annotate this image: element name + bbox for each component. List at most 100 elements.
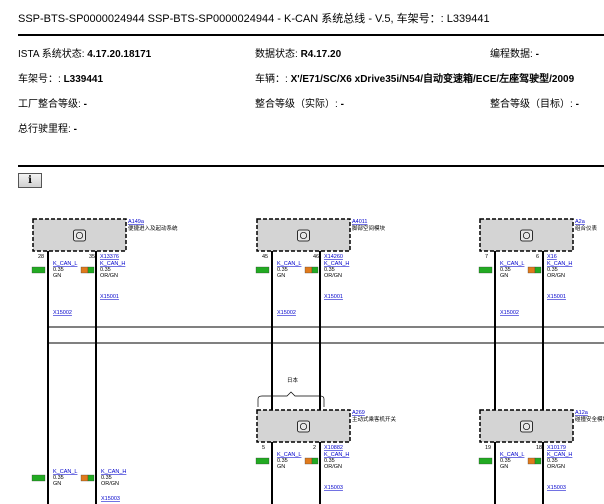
variant-label: 日本 — [287, 376, 299, 384]
swatch-gn2 — [87, 266, 95, 274]
splice-X15003[interactable]: X15003 — [547, 485, 566, 491]
ecu-module-icon-ring — [299, 422, 308, 431]
splice-X15002[interactable]: X15002 — [500, 310, 519, 316]
wire-name-left[interactable]: K_CAN_L — [500, 261, 524, 267]
connector-A4011[interactable]: X14260 — [324, 254, 343, 260]
info-button[interactable]: i — [18, 173, 42, 188]
lower-wire-name-left[interactable]: K_CAN_L — [53, 469, 77, 475]
connector-A2a[interactable]: X16 — [547, 254, 557, 260]
variant-bracket — [257, 391, 325, 407]
pin-left-A269: 5 — [262, 445, 265, 451]
component-id-A2a[interactable]: A2a — [575, 219, 586, 225]
ista-status: ISTA 系统状态: 4.17.20.18171 — [18, 45, 151, 60]
lower-wire-gauge-left: 0.35 — [53, 475, 64, 481]
splice-X15001[interactable]: X15001 — [100, 294, 119, 300]
pin-left-A4011: 45 — [262, 254, 268, 260]
ecu-module-icon — [520, 229, 533, 242]
component-desc-A12a: 碰撞安全模块 — [575, 415, 604, 423]
wire-name-right[interactable]: K_CAN_H — [100, 261, 125, 267]
wire-gauge-right: 0.35 — [324, 458, 335, 464]
splice-X15003[interactable]: X15003 — [324, 485, 343, 491]
wire-name-left[interactable]: K_CAN_L — [277, 452, 301, 458]
data-status-label: 数据状态: — [255, 49, 301, 60]
pin-left-A149a: 28 — [38, 254, 44, 260]
data-status: 数据状态: R4.17.20 — [255, 45, 341, 60]
connector-A269[interactable]: X10882 — [324, 445, 343, 451]
factory-integration-label: 工厂整合等级: — [18, 99, 84, 110]
wire-color-right: OR/GN — [324, 273, 342, 279]
integration-actual-value: - — [340, 99, 344, 110]
swatch-gn — [255, 457, 270, 465]
ecu-module-icon-ring — [522, 231, 531, 240]
wire-name-left[interactable]: K_CAN_L — [277, 261, 301, 267]
vehicle-label: 车辆：: — [255, 74, 291, 85]
wire-color-right: OR/GN — [547, 464, 565, 470]
pin-right-A4011: 46 — [313, 254, 319, 260]
pin-left-A12a: 19 — [485, 445, 491, 451]
wire-name-left[interactable]: K_CAN_L — [500, 452, 524, 458]
component-id-A149a[interactable]: A149a — [128, 219, 145, 225]
vehicle: 车辆：: X'/E71/SC/X6 xDrive35i/N54/自动变速箱/EC… — [255, 70, 574, 85]
wire-gauge-left: 0.35 — [500, 267, 511, 273]
wire-name-right[interactable]: K_CAN_H — [547, 261, 572, 267]
splice-X15002[interactable]: X15002 — [277, 310, 296, 316]
wire-color-right: OR/GN — [547, 273, 565, 279]
splice-X15001[interactable]: X15001 — [547, 294, 566, 300]
vin: 车架号：: L339441 — [18, 70, 103, 85]
component-desc-A4011: 脚部空间模块 — [352, 224, 386, 232]
lower-wire-color-right: OR/GN — [101, 481, 119, 487]
swatch-gn — [478, 266, 493, 274]
wire-name-left[interactable]: K_CAN_L — [53, 261, 77, 267]
swatch-gn2 — [311, 266, 319, 274]
mileage-label: 总行驶里程: — [18, 124, 74, 135]
bottom-connector-left[interactable]: X15003 — [101, 496, 120, 502]
component-id-A12a[interactable]: A12a — [575, 410, 589, 416]
integration-target: 整合等级（目标）: - — [490, 95, 579, 110]
wire-gauge-right: 0.35 — [324, 267, 335, 273]
swatch-gn — [478, 457, 493, 465]
ista-status-value: 4.17.20.18171 — [87, 49, 152, 60]
ecu-module-icon — [73, 229, 86, 242]
component-id-A269[interactable]: A269 — [352, 410, 365, 416]
connector-A12a[interactable]: X10179 — [547, 445, 566, 451]
lower-wire-color-left: GN — [53, 481, 61, 487]
component-id-A4011[interactable]: A4011 — [352, 219, 368, 225]
ecu-module-icon-ring — [75, 231, 84, 240]
splice-X15002[interactable]: X15002 — [53, 310, 72, 316]
pin-right-A12a: 18 — [536, 445, 542, 451]
integration-actual-label: 整合等级（实际）: — [255, 99, 341, 110]
swatch-or — [304, 266, 313, 274]
lower-swatch-gn2 — [87, 474, 95, 482]
ecu-module-icon — [297, 229, 310, 242]
swatch-gn — [31, 266, 46, 274]
page-title: SSP-BTS-SP0000024944 SSP-BTS-SP000002494… — [18, 13, 490, 25]
ecu-module-icon — [297, 420, 310, 433]
component-desc-A2a: 组合仪表 — [575, 224, 598, 232]
integration-target-value: - — [575, 99, 579, 110]
wire-gauge-right: 0.35 — [100, 267, 111, 273]
integration-target-label: 整合等级（目标）: — [490, 99, 576, 110]
lower-wire-gauge-right: 0.35 — [101, 475, 112, 481]
header-divider — [18, 34, 604, 36]
lower-swatch-gn — [31, 474, 46, 482]
pin-right-A269: 2 — [313, 445, 316, 451]
splice-X15001[interactable]: X15001 — [324, 294, 343, 300]
wire-name-right[interactable]: K_CAN_H — [324, 452, 349, 458]
integration-actual: 整合等级（实际）: - — [255, 95, 344, 110]
swatch-gn2 — [534, 266, 542, 274]
wire-gauge-right: 0.35 — [547, 267, 558, 273]
component-desc-A149a: 便捷进入及起动系统 — [128, 224, 178, 232]
wire-name-right[interactable]: K_CAN_H — [547, 452, 572, 458]
wire-color-right: OR/GN — [100, 273, 118, 279]
wire-name-right[interactable]: K_CAN_H — [324, 261, 349, 267]
wire-gauge-left: 0.35 — [53, 267, 64, 273]
lower-wire-name-right[interactable]: K_CAN_H — [101, 469, 126, 475]
programming-data-value: - — [535, 49, 539, 60]
connector-A149a[interactable]: X13376 — [100, 254, 119, 260]
programming-data: 编程数据: - — [490, 45, 539, 60]
wire-color-left: GN — [277, 273, 285, 279]
wire-color-left: GN — [53, 273, 61, 279]
mileage: 总行驶里程: - — [18, 120, 77, 135]
pin-right-A149a: 35 — [89, 254, 95, 260]
mileage-value: - — [73, 124, 77, 135]
